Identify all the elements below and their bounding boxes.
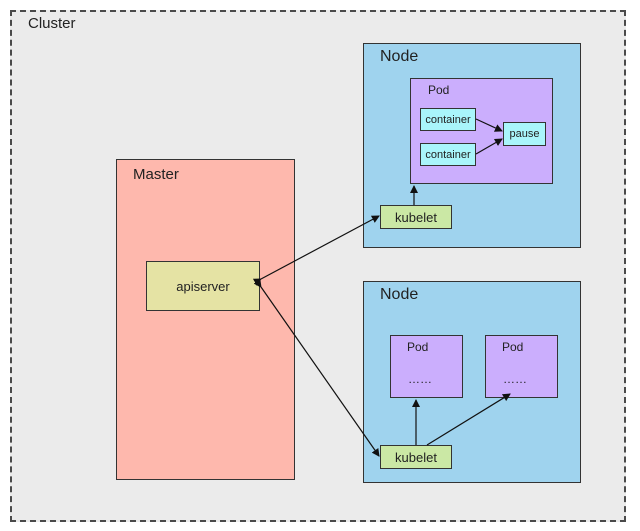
node-2-pod-1-label: Pod bbox=[407, 340, 429, 354]
node-1-kubelet: kubelet bbox=[380, 205, 452, 229]
node-1-label: Node bbox=[380, 48, 419, 65]
node-2-pod-1-content: …… bbox=[408, 372, 432, 386]
node-2-label: Node bbox=[380, 286, 419, 303]
container-2: container bbox=[420, 143, 476, 166]
arrow-container1-pause bbox=[475, 118, 503, 132]
arrow-container2-pause bbox=[475, 138, 503, 155]
arrow-kubelet2-pod2 bbox=[426, 393, 511, 446]
container-2-label: container bbox=[425, 148, 471, 161]
node-1-kubelet-label: kubelet bbox=[395, 209, 437, 225]
arrow-apiserver-kubelet2 bbox=[253, 278, 380, 457]
arrow-apiserver-kubelet1 bbox=[252, 215, 380, 286]
node-2-pod-2 bbox=[485, 335, 558, 398]
node-1-pod-label: Pod bbox=[428, 83, 450, 97]
apiserver-label: apiserver bbox=[176, 278, 230, 294]
pause-label: pause bbox=[509, 128, 540, 140]
container-1-label: container bbox=[425, 113, 471, 126]
master-label: Master bbox=[133, 166, 179, 183]
node-2-pod-2-label: Pod bbox=[502, 340, 524, 354]
node-2-pod-1 bbox=[390, 335, 463, 398]
node-2-pod-2-content: …… bbox=[503, 372, 527, 386]
cluster-label: Cluster bbox=[28, 15, 76, 32]
pause-container: pause bbox=[503, 122, 546, 146]
container-1: container bbox=[420, 108, 476, 131]
node-2-kubelet-label: kubelet bbox=[395, 449, 437, 465]
apiserver-box: apiserver bbox=[146, 261, 260, 311]
node-2-kubelet: kubelet bbox=[380, 445, 452, 469]
